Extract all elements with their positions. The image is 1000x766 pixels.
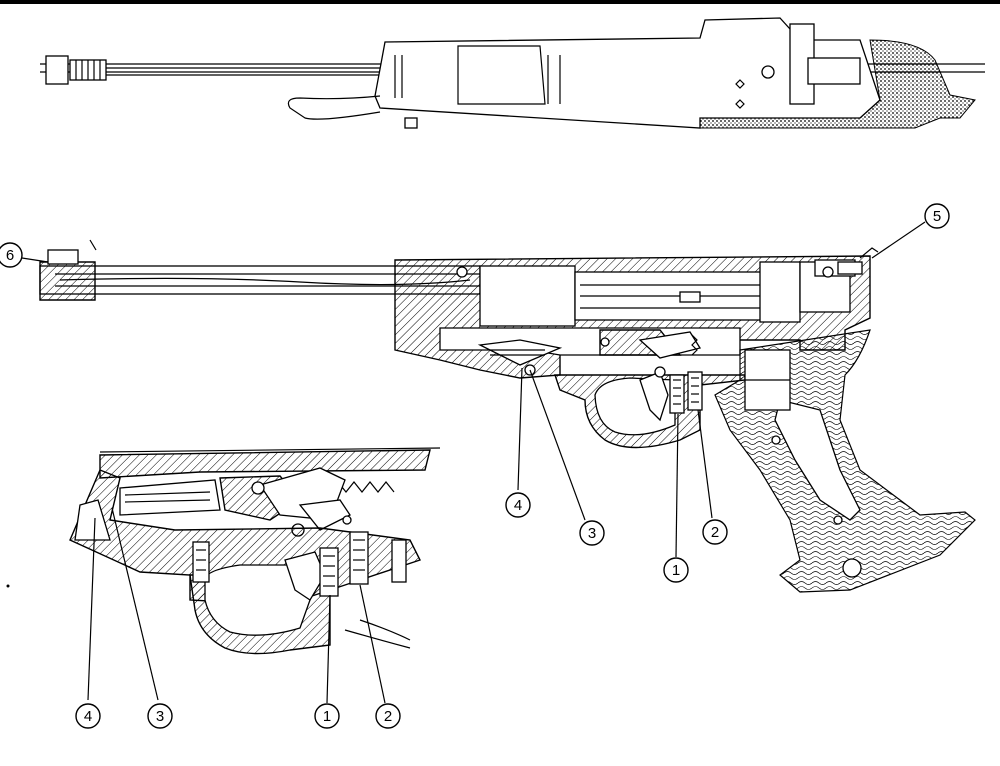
leader-lines <box>21 221 926 704</box>
detail-callout-3: 3 <box>147 703 173 729</box>
grip-stipple <box>699 39 976 129</box>
callout-label: 2 <box>384 708 392 725</box>
callout-3: 3 <box>579 520 605 546</box>
cylinder <box>479 265 576 327</box>
callout-label: 2 <box>711 524 719 541</box>
callout-label: 5 <box>933 208 941 225</box>
callout-label: 6 <box>6 247 14 264</box>
callout-label: 4 <box>84 708 92 725</box>
callout-4: 4 <box>505 492 531 518</box>
top-border <box>0 0 1000 4</box>
callout-2: 2 <box>702 519 728 545</box>
side-view-pistol <box>40 17 985 129</box>
callout-label: 1 <box>672 562 680 579</box>
muzzle-sight <box>45 55 69 85</box>
detail-trigger-view <box>6 447 441 655</box>
callout-label: 4 <box>514 497 522 514</box>
callout-6: 6 <box>0 242 23 268</box>
callout-label: 3 <box>156 708 164 725</box>
detail-safety-lever <box>74 499 111 541</box>
detail-callout-1: 1 <box>314 703 340 729</box>
callout-label: 1 <box>323 708 331 725</box>
callout-1: 1 <box>663 557 689 583</box>
detail-callout-4: 4 <box>75 703 101 729</box>
callout-label: 3 <box>588 525 596 542</box>
callout-5: 5 <box>924 203 950 229</box>
cross-section-pistol <box>39 239 976 593</box>
detail-callout-2: 2 <box>375 703 401 729</box>
